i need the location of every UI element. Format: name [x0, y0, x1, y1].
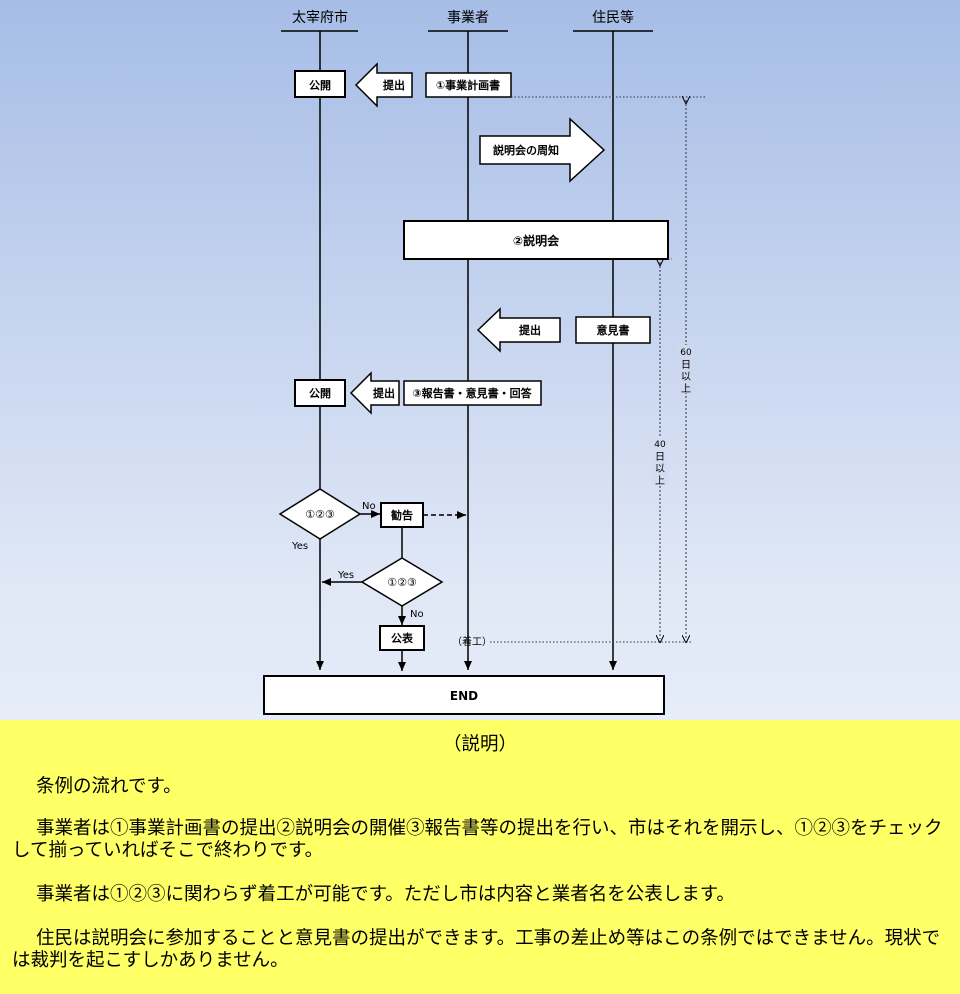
kokai-box-2: [294, 379, 346, 407]
report-label: ③報告書・意見書・回答: [412, 386, 532, 400]
kokai-label-2: 公開: [309, 387, 331, 400]
explanation-paragraph-1: 条例の流れです。: [36, 776, 182, 797]
opinion-label: 意見書: [597, 323, 630, 337]
submit-arrow-3: [349, 371, 400, 415]
submit-arrow-1: [354, 62, 413, 108]
no-label-1: No: [362, 501, 376, 512]
plan-label: ①事業計画書: [436, 78, 500, 92]
plan-box: [425, 72, 512, 98]
span-40-a: 日: [655, 452, 665, 463]
span-40-c: 上: [655, 475, 665, 487]
span-40-label-bg: [652, 437, 668, 485]
span-60-num: 60: [680, 348, 692, 358]
span-60-b: 以: [681, 372, 691, 383]
submit-label-2: 提出: [519, 323, 541, 337]
explanation-paragraph-4: 住民は説明会に参加することと意見書の提出ができます。工事の差止め等はこの条例では…: [12, 928, 941, 971]
meeting-box: [403, 220, 669, 260]
start-label: （着工）: [452, 635, 492, 648]
lane-residents-label: 住民等: [592, 9, 634, 26]
publish-label: 公表: [391, 631, 414, 645]
yes-label-2: Yes: [337, 570, 354, 581]
kokai-box-1: [294, 70, 346, 98]
explanation-paragraph-2: 事業者は①事業計画書の提出②説明会の開催③報告書等の提出を行い、市はそれを開示し…: [12, 818, 943, 861]
end-label: END: [450, 689, 478, 703]
kokai-label-1: 公開: [309, 79, 331, 92]
notice-label: 説明会の周知: [493, 143, 559, 157]
lane-business-label: 事業者: [447, 10, 489, 26]
submit-label-1: 提出: [383, 78, 405, 92]
advice-box: [380, 502, 424, 528]
span-60-label-bg: [678, 345, 694, 393]
span-60-a: 日: [681, 360, 691, 371]
flow-diagram: 太宰府市 事業者 住民等 公開 提出 ①事業計画書 説明会の周知 ②説明会 提出…: [0, 0, 960, 720]
report-box: [403, 380, 542, 406]
submit-label-3: 提出: [373, 386, 395, 400]
check-label-1: ①②③: [305, 508, 335, 521]
explanation-paragraph-3: 事業者は①②③に関わらず着工が可能です。ただし市は内容と業者名を公表します。: [36, 884, 735, 905]
explanation-section: （説明） 条例の流れです。 事業者は①事業計画書の提出②説明会の開催③報告書等の…: [0, 720, 960, 994]
end-box: [263, 675, 665, 715]
opinion-box: [575, 316, 651, 344]
no-label-2: No: [410, 609, 424, 620]
check-label-2: ①②③: [387, 576, 417, 589]
advice-label: 勧告: [391, 508, 413, 522]
span-60-c: 上: [681, 383, 691, 395]
yes-label-1: Yes: [291, 541, 308, 552]
explanation-heading: （説明）: [442, 734, 517, 755]
span-40-b: 以: [655, 464, 665, 475]
span-40-num: 40: [654, 440, 666, 450]
meeting-label: ②説明会: [513, 233, 560, 248]
notice-arrow: [479, 117, 606, 183]
lane-city-label: 太宰府市: [292, 9, 348, 26]
check-diamond-1: [278, 488, 362, 540]
submit-arrow-2: [476, 307, 561, 353]
